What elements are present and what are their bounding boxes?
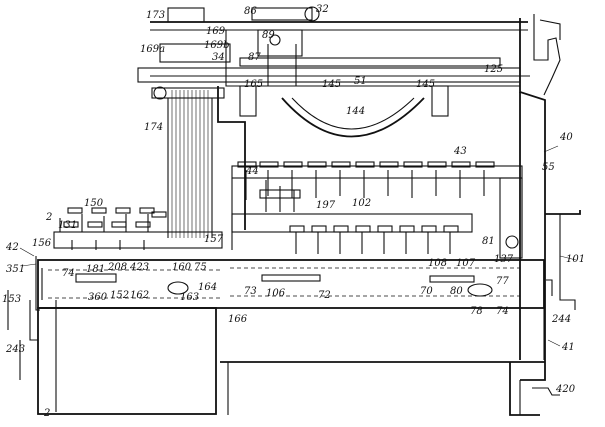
ref-77: 77	[496, 276, 509, 287]
ref-51: 51	[354, 76, 367, 87]
ref-243: 243	[5, 344, 25, 355]
ref-41: 41	[561, 342, 575, 353]
ref-163: 163	[180, 292, 199, 303]
ref-125: 125	[484, 64, 503, 75]
ref-34: 34	[212, 52, 225, 63]
ref-164: 164	[198, 282, 217, 293]
ref-208: 208	[107, 262, 127, 273]
ref-74a: 74	[62, 268, 75, 279]
ref-420: 420	[555, 384, 576, 395]
ref-81: 81	[482, 236, 495, 247]
ref-40: 40	[559, 132, 573, 143]
ref-75: 75	[194, 262, 207, 273]
ref-145a: 145	[322, 79, 341, 90]
ref-101: 101	[566, 254, 585, 265]
ref-156a: 156	[32, 238, 52, 249]
ref-152: 152	[110, 290, 129, 301]
ref-73: 73	[244, 286, 257, 297]
keyboard-bank-left	[53, 207, 223, 250]
ref-43: 43	[453, 146, 467, 157]
ref-174: 174	[144, 122, 163, 133]
ref-181: 181	[86, 264, 105, 275]
ref-44: 44	[245, 166, 259, 177]
ref-80: 80	[450, 286, 463, 297]
main-frame	[150, 14, 561, 416]
ref-162: 162	[130, 290, 149, 301]
ref-42: 42	[5, 242, 19, 253]
ref-55: 55	[542, 162, 555, 173]
ref-87: 87	[248, 52, 261, 63]
ref-86: 86	[244, 6, 257, 17]
ref-137: 137	[494, 254, 514, 265]
ref-153: 153	[2, 294, 21, 305]
ref-74b: 74	[496, 306, 509, 317]
ref-169a: 169a	[140, 44, 165, 55]
lever-bundle	[167, 90, 213, 238]
ref-106: 106	[266, 288, 286, 299]
carriage-assembly	[137, 6, 530, 138]
ref-169b: 169b	[204, 40, 230, 51]
ref-108a: 108	[428, 258, 447, 269]
ref-2a: 2	[45, 212, 52, 223]
ref-197: 197	[316, 200, 336, 211]
ref-165: 165	[244, 79, 263, 90]
ref-89: 89	[262, 30, 275, 41]
ref-351: 351	[6, 264, 25, 275]
ref-131: 131	[58, 220, 77, 231]
leader-lines	[19, 145, 577, 347]
ref-169: 169	[206, 26, 226, 37]
ref-423: 423	[129, 262, 149, 273]
lower-case	[7, 256, 553, 415]
keyboard-bank-right	[231, 161, 581, 310]
ref-244: 244	[551, 314, 571, 325]
ref-2b: 2	[43, 408, 50, 419]
ref-360: 360	[88, 292, 108, 303]
ref-150: 150	[84, 198, 104, 209]
ref-107: 107	[456, 258, 476, 269]
ref-166: 166	[228, 314, 248, 325]
ref-78: 78	[470, 306, 483, 317]
ref-72: 72	[318, 290, 331, 301]
ref-145b: 145	[416, 79, 435, 90]
ref-157: 157	[204, 234, 224, 245]
ref-160: 160	[172, 262, 192, 273]
reference-numerals: 173 86 32 169 169a 169b 89 34 87 165 145…	[2, 4, 585, 419]
ref-144: 144	[346, 106, 365, 117]
ref-32: 32	[316, 4, 329, 15]
ref-102: 102	[352, 198, 371, 209]
ref-70: 70	[420, 286, 433, 297]
ref-173: 173	[146, 10, 165, 21]
